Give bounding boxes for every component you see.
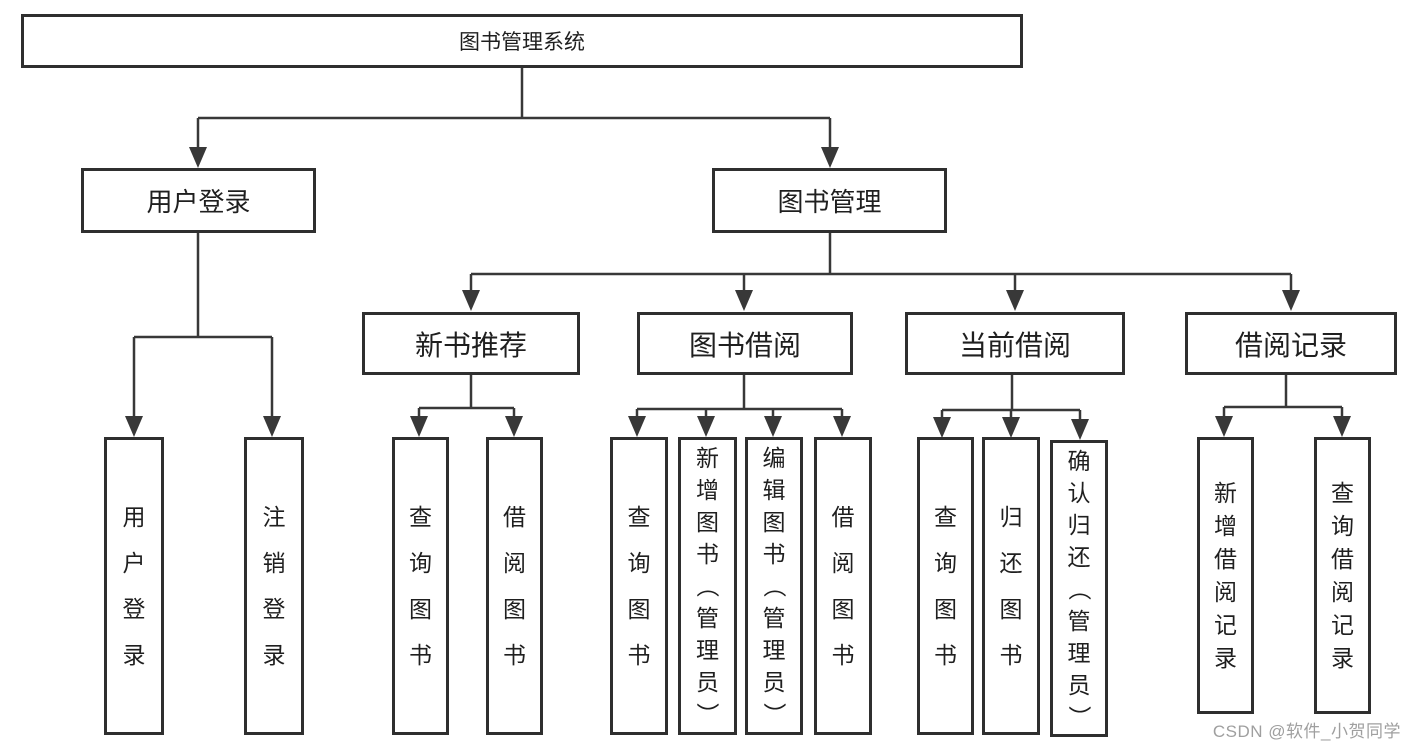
node-user-login: 用户登录 (81, 168, 316, 233)
node-current-borrow: 当前借阅 (905, 312, 1125, 375)
connector-book-manage-children (462, 232, 1300, 311)
node-leaf-newbook-borrow: 借阅图书 (486, 437, 543, 735)
connector-root-children (189, 68, 839, 168)
node-leaf-record-add: 新增借阅记录 (1197, 437, 1254, 714)
node-leaf-borrow-borrow-label: 借阅图书 (831, 504, 855, 668)
node-leaf-record-query: 查询借阅记录 (1314, 437, 1371, 714)
node-borrow-record: 借阅记录 (1185, 312, 1397, 375)
node-leaf-logout: 注销登录 (244, 437, 304, 735)
node-leaf-current-query-label: 查询图书 (934, 504, 957, 668)
node-root-label: 图书管理系统 (459, 31, 585, 54)
node-book-borrow: 图书借阅 (637, 312, 853, 375)
connector-current-borrow-children (933, 374, 1089, 440)
node-leaf-borrow-add: 新增图书（管理员） (678, 437, 737, 735)
node-leaf-record-add-label: 新增借阅记录 (1214, 479, 1237, 671)
node-leaf-borrow-query: 查询图书 (610, 437, 668, 735)
csdn-watermark: CSDN @软件_小贺同学 (1212, 722, 1401, 741)
node-leaf-borrow-query-label: 查询图书 (627, 504, 651, 668)
connector-borrow-record-children (1215, 374, 1351, 437)
node-book-manage: 图书管理 (712, 168, 947, 233)
connector-book-borrow-children (628, 374, 851, 437)
node-leaf-record-query-label: 查询借阅记录 (1331, 479, 1354, 671)
node-leaf-user-login: 用户登录 (104, 437, 164, 735)
node-leaf-newbook-query-label: 查询图书 (409, 504, 432, 668)
node-leaf-current-query: 查询图书 (917, 437, 974, 735)
node-leaf-user-login-label: 用户登录 (122, 504, 146, 668)
node-leaf-current-confirm: 确认归还（管理员） (1050, 440, 1108, 737)
node-user-login-label: 用户登录 (146, 187, 251, 217)
node-leaf-newbook-borrow-label: 借阅图书 (503, 504, 526, 668)
node-leaf-current-confirm-label: 确认归还（管理员） (1066, 447, 1092, 729)
connector-user-login-children (125, 232, 281, 437)
node-leaf-current-return-label: 归还图书 (999, 504, 1023, 668)
node-book-manage-label: 图书管理 (777, 187, 882, 217)
node-leaf-logout-label: 注销登录 (262, 504, 286, 668)
node-current-borrow-label: 当前借阅 (958, 329, 1071, 361)
node-leaf-current-return: 归还图书 (982, 437, 1040, 735)
node-leaf-borrow-add-label: 新增图书（管理员） (694, 445, 721, 726)
node-leaf-borrow-borrow: 借阅图书 (814, 437, 872, 735)
connector-new-book-children (410, 374, 523, 437)
node-leaf-borrow-edit-label: 编辑图书（管理员） (761, 445, 787, 726)
node-new-book-label: 新书推荐 (414, 329, 527, 361)
node-leaf-borrow-edit: 编辑图书（管理员） (745, 437, 803, 735)
node-new-book: 新书推荐 (362, 312, 580, 375)
node-borrow-record-label: 借阅记录 (1234, 329, 1347, 361)
node-leaf-newbook-query: 查询图书 (392, 437, 449, 735)
node-root: 图书管理系统 (21, 14, 1023, 68)
node-book-borrow-label: 图书借阅 (688, 329, 801, 361)
